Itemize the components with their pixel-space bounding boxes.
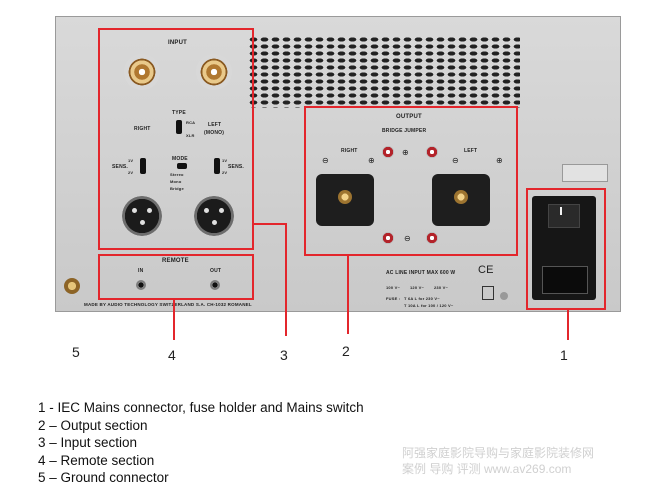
- out-left-plus: ⊕: [496, 156, 503, 165]
- voltage-230: 230 V~: [434, 285, 448, 290]
- sens-right-switch: [140, 158, 146, 174]
- remote-out-label: OUT: [210, 268, 222, 274]
- input-mono-label: (MONO): [204, 130, 225, 136]
- legend-item-3: 3 – Input section: [38, 435, 138, 450]
- bridge-top-plus: ⊕: [402, 148, 409, 157]
- highlight-remote-section: [98, 254, 254, 300]
- highlight-output-section: [304, 106, 518, 256]
- ground-symbol-icon: [500, 292, 508, 300]
- bridge-jumper-bottom-right: [426, 232, 438, 244]
- rca-right-connector: [124, 54, 160, 90]
- sens-left-2v: 2V: [222, 170, 228, 175]
- bridge-jumper-label: BRIDGE JUMPER: [382, 128, 427, 134]
- xlr-left-connector: [194, 196, 234, 236]
- bridge-jumper-top-right: [426, 146, 438, 158]
- bridge-jumper-bottom-left: [382, 232, 394, 244]
- input-type-switch: [176, 120, 182, 134]
- ground-terminal: [64, 278, 80, 294]
- ac-line-label: AC LINE INPUT MAX 600 W: [386, 270, 456, 276]
- mode-mono: Mono: [170, 179, 182, 184]
- input-type-label: TYPE: [172, 110, 186, 116]
- fuse-line-2: T 10A L for 100 / 120 V~: [404, 303, 454, 308]
- iec-socket: [542, 266, 588, 294]
- voltage-100: 100 V~: [386, 285, 400, 290]
- ce-mark: CE: [478, 264, 494, 276]
- speaker-terminal-right: [316, 174, 374, 226]
- input-right-label: RIGHT: [134, 126, 151, 132]
- callout-2: 2: [342, 343, 350, 359]
- sens-right-2v: 2V: [128, 170, 134, 175]
- legend-item-2: 2 – Output section: [38, 418, 148, 433]
- watermark-line-2: 案例 导购 评测 www.av269.com: [402, 462, 572, 476]
- out-right-minus: ⊖: [322, 156, 329, 165]
- remote-title: REMOTE: [162, 258, 189, 264]
- remote-in-label: IN: [138, 268, 144, 274]
- mode-bridge: Bridge: [170, 186, 184, 191]
- callout-3: 3: [280, 347, 288, 363]
- sens-left-1v: 1V: [222, 158, 228, 163]
- highlight-mains-section: [526, 188, 606, 310]
- remote-out-jack: [210, 280, 220, 290]
- legend-item-1: 1 - IEC Mains connector, fuse holder and…: [38, 400, 364, 415]
- callout-1: 1: [560, 347, 568, 363]
- fuse-label: FUSE :: [386, 296, 401, 301]
- out-left-minus: ⊖: [452, 156, 459, 165]
- callout-5: 5: [72, 344, 80, 360]
- legend-item-4: 4 – Remote section: [38, 453, 155, 468]
- rca-label: RCA: [186, 120, 196, 125]
- mode-stereo: Stereo: [170, 172, 184, 177]
- bridge-bottom-minus: ⊖: [404, 234, 411, 243]
- fuse-line-1: T 6A L for 230 V~: [404, 296, 440, 301]
- mode-label: MODE: [172, 156, 188, 162]
- mode-switch: [177, 163, 187, 169]
- remote-in-jack: [136, 280, 146, 290]
- legend-item-5: 5 – Ground connector: [38, 470, 169, 485]
- callout-4: 4: [168, 347, 176, 363]
- power-on-icon: [560, 207, 562, 215]
- output-left-label: LEFT: [464, 148, 478, 154]
- highlight-input-section: [98, 28, 254, 250]
- serial-label-plate: [562, 164, 608, 182]
- output-right-label: RIGHT: [341, 148, 358, 154]
- output-title: OUTPUT: [396, 114, 422, 120]
- xlr-label: XLR: [186, 133, 195, 138]
- mains-switch[interactable]: [548, 204, 580, 228]
- leader-line-3: [254, 223, 287, 336]
- sens-left-label: SENS.: [228, 164, 245, 170]
- input-left-label: LEFT: [208, 122, 222, 128]
- speaker-terminal-left: [432, 174, 490, 226]
- bridge-jumper-top-left: [382, 146, 394, 158]
- maker-text: MADE BY AUDIO TECHNOLOGY SWITZERLAND S.A…: [84, 302, 252, 307]
- sens-right-1v: 1V: [128, 158, 134, 163]
- ventilation-grille: [248, 36, 520, 108]
- watermark-line-1: 阿强家庭影院导购与家庭影院装修网: [402, 446, 595, 460]
- input-title: INPUT: [168, 40, 187, 46]
- out-right-plus: ⊕: [368, 156, 375, 165]
- weee-bin-icon: [482, 286, 494, 300]
- xlr-right-connector: [122, 196, 162, 236]
- voltage-120: 120 V~: [410, 285, 424, 290]
- rca-left-connector: [196, 54, 232, 90]
- sens-left-switch: [214, 158, 220, 174]
- sens-right-label: SENS.: [112, 164, 129, 170]
